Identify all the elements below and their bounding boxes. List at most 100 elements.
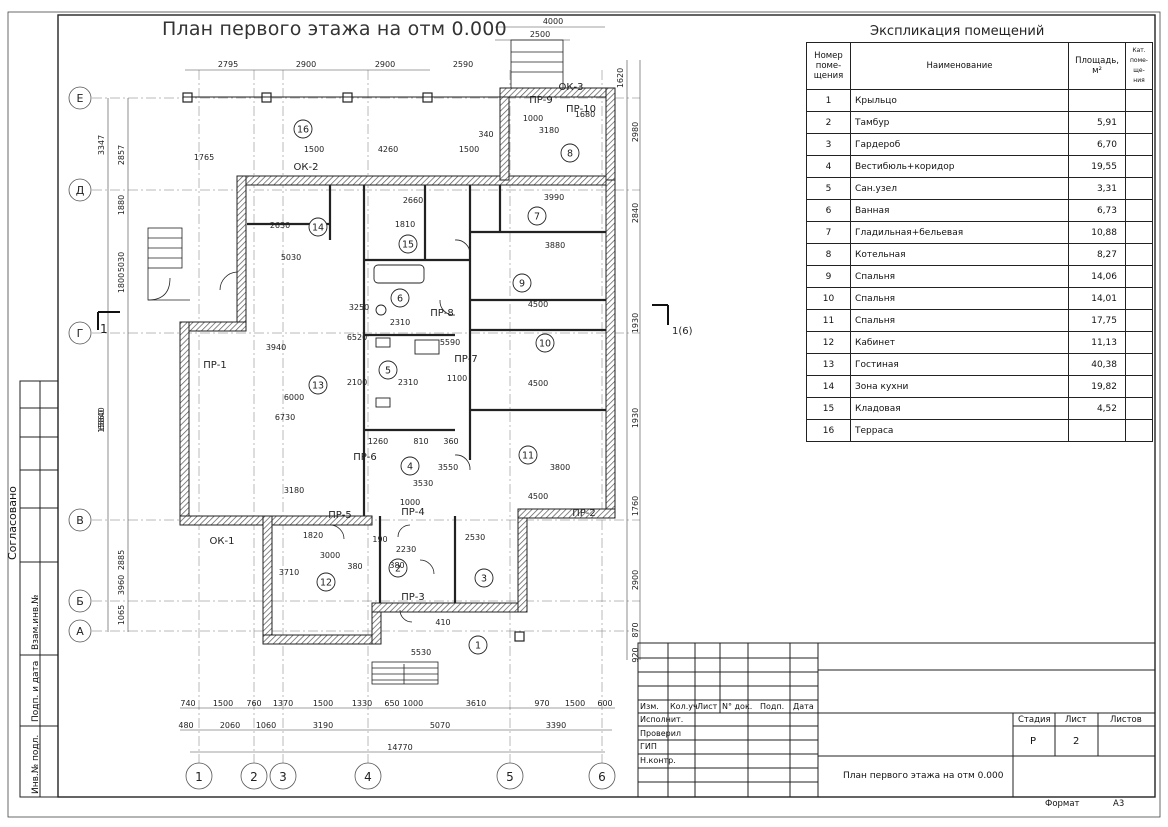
axis-bubble	[588, 762, 616, 790]
dimension-label: 5070	[430, 721, 450, 730]
titleblock-grid	[637, 642, 1156, 798]
dimension-label: 5030	[281, 253, 301, 262]
dimension-label: 4500	[528, 300, 548, 309]
axis-label: Е	[77, 92, 84, 105]
room-number-circle	[527, 206, 547, 226]
dimension-label: 600	[597, 699, 612, 708]
explication-area: 6,73	[1068, 199, 1126, 222]
room-number-circle	[390, 288, 410, 308]
explication-category	[1125, 111, 1153, 134]
room-number: 15	[402, 240, 414, 251]
axis-bubble	[354, 762, 382, 790]
room-number: 9	[519, 279, 525, 290]
room-number-circle	[512, 273, 532, 293]
explication-name: Спальня	[850, 265, 1069, 288]
explication-area: 4,52	[1068, 397, 1126, 420]
dimension-label: 1930	[631, 313, 640, 333]
explication-area	[1068, 419, 1126, 442]
titleblock-role: Н.контр.	[640, 755, 676, 765]
opening-labels: ОК-1ОК-2ОК-3ПР-1ПР-2ПР-3ПР-4ПР-5ПР-6ПР-7…	[203, 82, 596, 603]
explication-name: Кладовая	[850, 397, 1069, 420]
explication-num: 12	[806, 331, 851, 354]
explication-num: 7	[806, 221, 851, 244]
dimension-label: 3710	[279, 568, 299, 577]
sheet-name: План первого этажа на отм 0.000	[843, 771, 1004, 781]
room-number-circle	[308, 375, 328, 395]
dimension-label: 1500	[304, 145, 324, 154]
opening-label: ПР-7	[454, 354, 478, 365]
dimension-label: 3800	[550, 463, 570, 472]
outer-frame	[7, 11, 1161, 818]
dimension-label: 3347	[97, 135, 106, 155]
explication-category	[1125, 177, 1153, 200]
explication-name: Крыльцо	[850, 89, 1069, 112]
dimension-label: 920	[631, 647, 640, 662]
dimension-label: 15840	[97, 407, 106, 432]
dimension-label: 3180	[284, 486, 304, 495]
dimension-label: 1260	[368, 437, 388, 446]
dimension-label: 3250	[349, 303, 369, 312]
explication-category	[1125, 353, 1153, 376]
axis-label: Г	[77, 327, 84, 340]
room-number-circle	[316, 572, 336, 592]
col-category-header: Кат. поме- ще- ния	[1125, 42, 1153, 90]
stage-label: Стадия	[1018, 715, 1051, 725]
room-number-circle	[293, 119, 313, 139]
dimension-label: 1100	[447, 374, 467, 383]
stamp-sign-date: Подп. и дата	[31, 660, 41, 722]
explication-area: 3,31	[1068, 177, 1126, 200]
explication-header-row: Номер поме- щения Наименование Площадь, …	[806, 42, 1153, 90]
dimension-label: 380	[347, 562, 362, 571]
explication-name: Кабинет	[850, 331, 1069, 354]
dimension-label: 3610	[466, 699, 486, 708]
door-swings	[219, 239, 471, 623]
room-number: 7	[534, 212, 540, 223]
room-number-circle	[560, 143, 580, 163]
explication-name: Спальня	[850, 287, 1069, 310]
dimension-label: 1000	[400, 498, 420, 507]
explication-category	[1125, 375, 1153, 398]
dimension-label: 2100	[347, 378, 367, 387]
dimension-label: 410	[435, 618, 450, 627]
explication-name: Спальня	[850, 309, 1069, 332]
opening-label: ОК-1	[210, 536, 235, 547]
opening-label: ПР-4	[401, 507, 425, 518]
explication-category	[1125, 331, 1153, 354]
dimension-label: 1500	[213, 699, 233, 708]
dimension-label: 380	[389, 561, 404, 570]
axis-bubble	[496, 762, 524, 790]
explication-name: Ванная	[850, 199, 1069, 222]
room-number: 4	[407, 462, 413, 473]
explication-name: Гладильная+бельевая	[850, 221, 1069, 244]
dimension-label: 2060	[220, 721, 240, 730]
dimension-label: 2310	[390, 318, 410, 327]
axis-label: 4	[364, 770, 372, 784]
room-number: 11	[522, 451, 534, 462]
stamp-inv-orig: Инв.№ подл.	[31, 734, 41, 794]
titleblock-header: Дата	[793, 702, 814, 711]
dimension-label: 4500	[528, 492, 548, 501]
explication-num: 16	[806, 419, 851, 442]
explication-category	[1125, 155, 1153, 178]
dimension-label: 1930	[631, 408, 640, 428]
axis-bubble	[68, 86, 92, 110]
room-number-circle	[398, 234, 418, 254]
titleblock-role: Исполнит.	[640, 715, 684, 724]
room-number-circle	[535, 333, 555, 353]
room-number-circle	[308, 217, 328, 237]
dimension-label: 2660	[403, 196, 423, 205]
dimension-label: 340	[478, 130, 493, 139]
titleblock-header: Лист	[697, 702, 718, 711]
dimension-label: 3550	[438, 463, 458, 472]
col-area-header: Площадь, м²	[1068, 42, 1126, 90]
axis-bubble	[68, 321, 92, 345]
dimension-label: 1060	[256, 721, 276, 730]
sheet-label: Лист	[1065, 715, 1087, 725]
